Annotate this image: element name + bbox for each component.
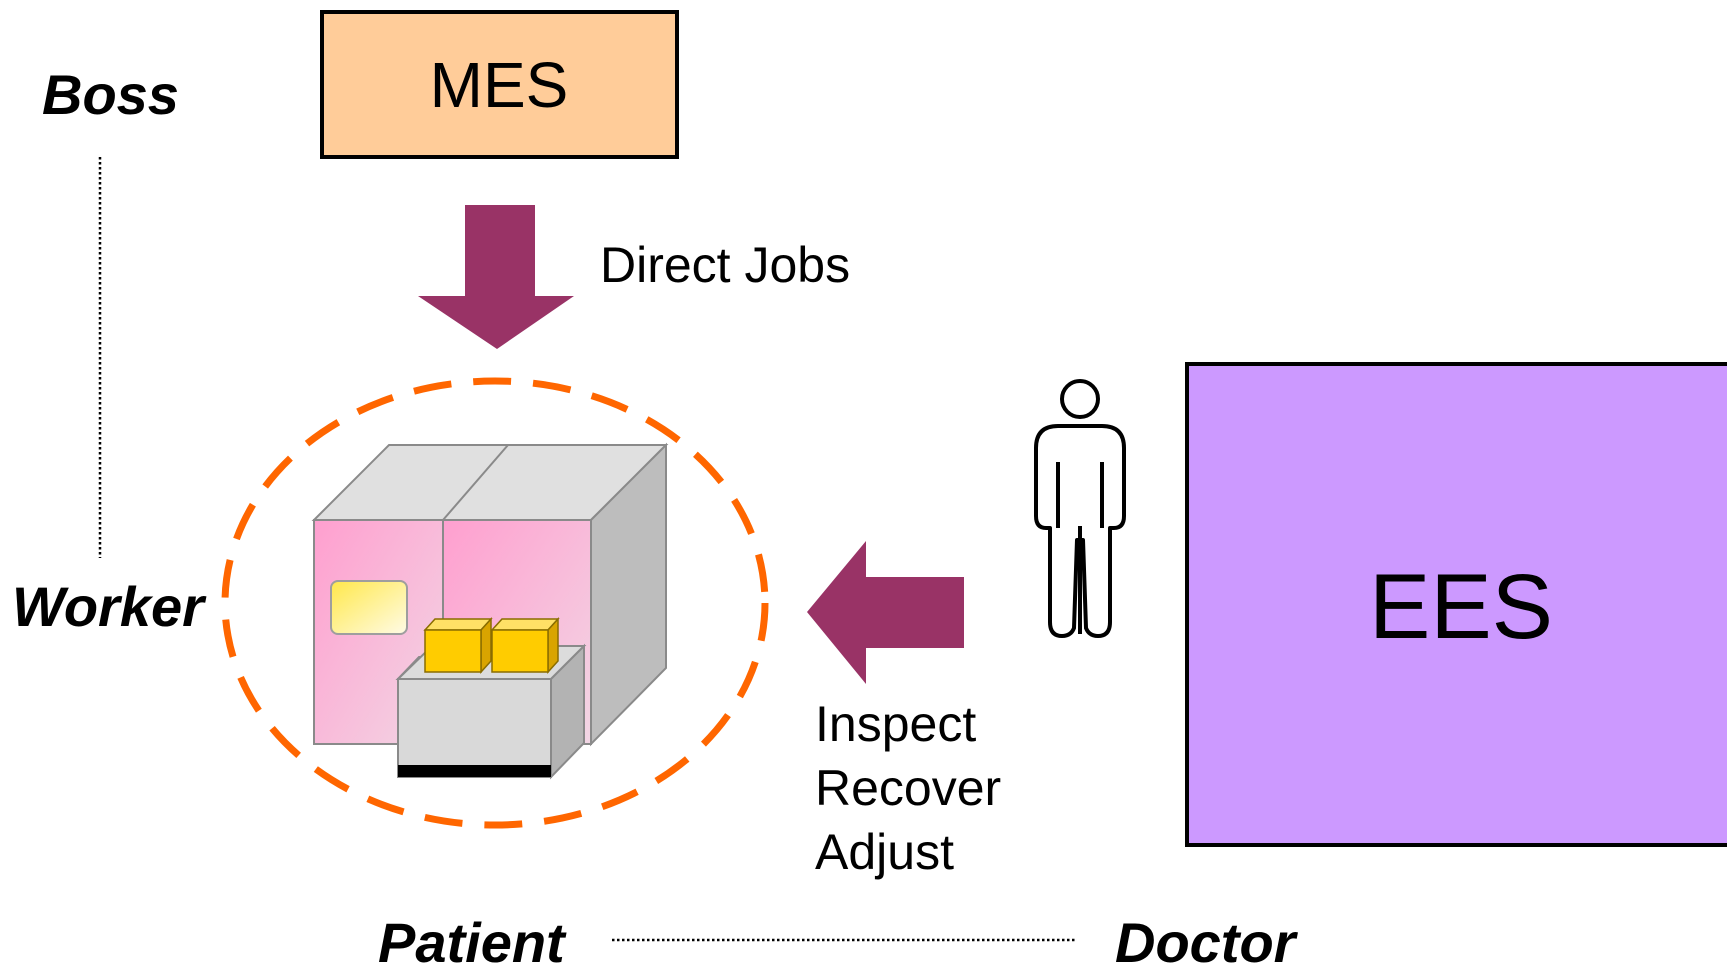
role-worker: Worker	[12, 575, 207, 638]
equipment-boundary-circle	[221, 377, 769, 829]
direct-jobs-label: Direct Jobs	[600, 237, 850, 293]
adjust-label: Adjust	[815, 824, 954, 880]
role-patient: Patient	[378, 911, 567, 968]
recover-label: Recover	[815, 760, 1001, 816]
person-icon	[1034, 379, 1126, 638]
role-doctor: Doctor	[1115, 911, 1299, 968]
ees-label: EES	[1369, 556, 1553, 658]
ees-box: EES	[1185, 362, 1727, 847]
direct-jobs-arrow	[418, 205, 574, 349]
inspect-label: Inspect	[815, 696, 976, 752]
mes-label: MES	[430, 49, 569, 121]
mes-box: MES	[320, 10, 679, 159]
inspect-arrow	[807, 541, 964, 684]
wafer-box-2	[490, 617, 560, 674]
wafer-box-1	[423, 617, 493, 674]
role-boss: Boss	[42, 63, 179, 126]
process-tool-icon	[311, 442, 669, 780]
